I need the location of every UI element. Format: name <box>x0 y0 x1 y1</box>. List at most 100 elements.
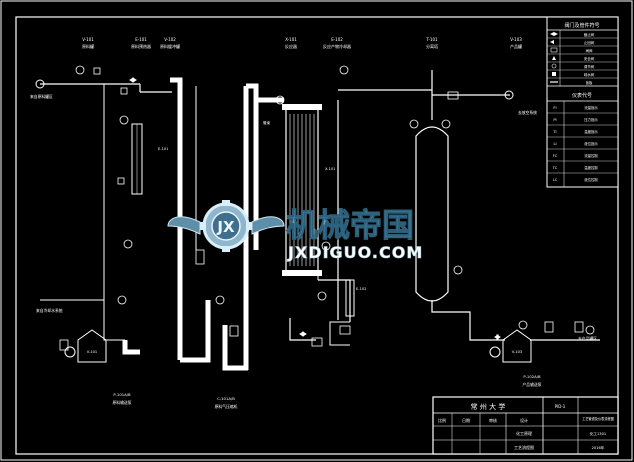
cell-1: 比例 <box>438 417 446 423</box>
vessel-v103-tag: V-103 <box>512 350 522 354</box>
compressor-tag: C-101A/B <box>217 396 235 401</box>
gear-logo-icon: JX <box>167 200 285 252</box>
top-tag-7: V-103 <box>510 37 522 42</box>
code-2: PI <box>553 118 556 122</box>
code-3: TI <box>552 130 556 134</box>
watermark-url: JXDIGUO.COM <box>287 243 423 262</box>
instrument-circle-icon <box>215 295 225 305</box>
vessel-v101: V-101 <box>64 329 107 363</box>
legend-row-2: 止回阀 <box>584 40 595 45</box>
top-name-6: 分离塔 <box>426 43 438 49</box>
pump-icon <box>489 346 501 358</box>
legend-row-7: 盲板 <box>586 80 593 85</box>
cell-3: 审核 <box>489 417 497 423</box>
instrument-circle-icon <box>409 119 419 129</box>
legend-code-rows: FI 流量指示 PI 压力指示 TI 温度指示 LI 液位指示 FC 流量控制 … <box>547 105 618 182</box>
title-right-3: 化工1301 <box>590 431 606 436</box>
exchanger-tag: E-101 <box>158 147 168 151</box>
top-tag-6: T-101 <box>425 37 438 42</box>
drawing-name: 工艺流程图 <box>514 444 534 450</box>
code-4: LI <box>553 142 556 146</box>
stream-to-gas: 去放空系统 <box>518 110 537 115</box>
subject: 化工原理 <box>516 430 532 436</box>
instrument-circle-icon <box>275 95 285 105</box>
instrument-circle-icon <box>75 65 85 75</box>
pump-left-name: 原料输送泵 <box>113 400 132 405</box>
top-tag-4: X-101 <box>285 37 297 42</box>
top-name-7: 产品罐 <box>510 43 522 49</box>
stream-cooling-in: 来自冷却水系统 <box>36 308 63 313</box>
vessel-v101-tag: V-101 <box>87 350 97 354</box>
legend-row-1: 截止阀 <box>584 32 595 37</box>
watermark: JX 机械帝国 JXDIGUO.COM <box>167 200 423 262</box>
top-tag-5: E-102 <box>331 37 343 42</box>
instrument-circle-icon <box>119 115 129 125</box>
cell-4: 设计 <box>520 417 528 423</box>
title-right-2: 工艺管道及仪表流程图 <box>582 416 614 421</box>
inner-frame <box>15 16 619 455</box>
instrument-circle-icon <box>441 119 451 129</box>
vessel-v103: V-103 <box>489 329 532 363</box>
legend-row-4: 安全阀 <box>584 56 595 61</box>
vent-outlet-icon <box>504 90 514 100</box>
code-7: LC <box>553 178 558 182</box>
top-name-2: 原料预热器 <box>131 43 151 49</box>
title-block-frame <box>432 396 619 455</box>
pump-right-tag: P-102A/B <box>523 374 541 379</box>
code-6: TC <box>552 166 558 170</box>
column-t101 <box>415 126 449 312</box>
instrument-circle-icon <box>453 265 463 275</box>
top-name-1: 原料罐 <box>82 43 94 49</box>
top-tag-3: V-102 <box>164 37 176 42</box>
exchanger-e102: E-102 <box>345 279 366 317</box>
stream-to-storage: 去产品罐区 <box>578 336 597 341</box>
instrument-circle-icon <box>339 65 349 75</box>
title-block: 常 州 大 学 比例 日期 审核 设计 化工原理 工艺流程图 PID-1 工艺管… <box>432 396 619 455</box>
school-name: 常 州 大 学 <box>471 402 506 411</box>
legend-subtitle: 仪表代号 <box>572 92 592 99</box>
instrument-circle-icon <box>585 325 595 335</box>
top-tag-1: V-101 <box>82 37 94 42</box>
exchanger-2-tag: E-102 <box>356 287 366 291</box>
code-name-6: 温度控制 <box>584 165 598 170</box>
code-name-3: 温度指示 <box>584 129 598 134</box>
legend-frame <box>546 16 619 188</box>
title-right-1: PID-1 <box>555 404 566 409</box>
legend-title: 阀门及管件符号 <box>564 22 599 29</box>
exchanger-e101: E-101 <box>131 123 168 195</box>
cell-2: 日期 <box>462 417 470 423</box>
pump-icon <box>64 346 76 358</box>
stream-feed-in: 来自原料罐区 <box>30 94 53 99</box>
instrument-circle-icon <box>123 239 133 249</box>
top-name-4: 反应器 <box>285 43 297 49</box>
reactor-x101: 管束 X-101 <box>263 104 335 276</box>
code-1: FI <box>553 106 556 110</box>
compressor-name: 原料气压缩机 <box>215 404 238 409</box>
code-name-2: 压力指示 <box>584 117 598 122</box>
feed-inlet-icon <box>35 79 45 89</box>
legend-row-5: 调节阀 <box>584 64 595 69</box>
instrument-circle-icon <box>117 295 127 305</box>
code-name-5: 流量控制 <box>584 153 598 158</box>
instrument-circle-icon <box>317 291 327 301</box>
watermark-title: 机械帝国 <box>286 206 414 244</box>
code-name-7: 液位控制 <box>584 177 598 182</box>
instrument-circle-icon <box>518 320 528 330</box>
code-5: FC <box>553 154 558 158</box>
legend-row-6: 疏水阀 <box>584 72 595 77</box>
pump-right-name: 产品输送泵 <box>523 382 542 387</box>
code-name-4: 液位指示 <box>584 141 598 146</box>
legend-row-3: 闸阀 <box>586 48 593 53</box>
top-equipment-labels: V-101 原料罐 E-101 原料预热器 V-102 原料缓冲罐 X-101 … <box>82 37 522 49</box>
instrument-circle-icon <box>321 241 331 251</box>
legend-table: 阀门及管件符号 截止阀 止回阀 闸阀 安全阀 调节阀 疏水阀 盲板 仪表代号 <box>546 16 619 188</box>
valves-and-instruments <box>35 65 595 351</box>
top-name-3: 原料缓冲罐 <box>160 43 180 49</box>
top-tag-2: E-101 <box>135 37 147 42</box>
watermark-badge: JX <box>216 218 235 236</box>
title-right-4: 2016年 <box>592 445 605 450</box>
code-name-1: 流量指示 <box>584 105 598 110</box>
